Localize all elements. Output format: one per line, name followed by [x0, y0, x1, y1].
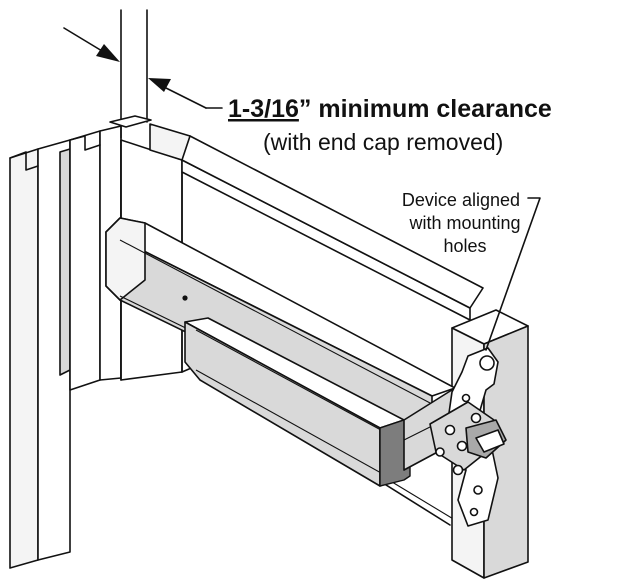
door-frame — [9, 125, 122, 569]
callout-line-2: with mounting — [408, 213, 520, 233]
alignment-callout: Device aligned with mounting holes — [402, 190, 521, 256]
clearance-text: ” minimum clearance — [299, 95, 552, 123]
callout-leader — [485, 197, 541, 351]
clearance-label: 1-3/16” minimum clearance (with end cap … — [228, 95, 552, 155]
callout-line-1: Device aligned — [402, 190, 520, 210]
clearance-note: (with end cap removed) — [263, 129, 503, 155]
clearance-reference-lines — [109, 9, 152, 139]
clearance-heading: 1-3/16” minimum clearance — [228, 95, 552, 123]
clearance-value: 1-3/16 — [228, 95, 299, 123]
exit-device — [105, 217, 461, 487]
callout-line-3: holes — [443, 236, 486, 256]
dimension-arrows-icon — [63, 27, 223, 109]
latch-mechanism — [429, 347, 507, 527]
